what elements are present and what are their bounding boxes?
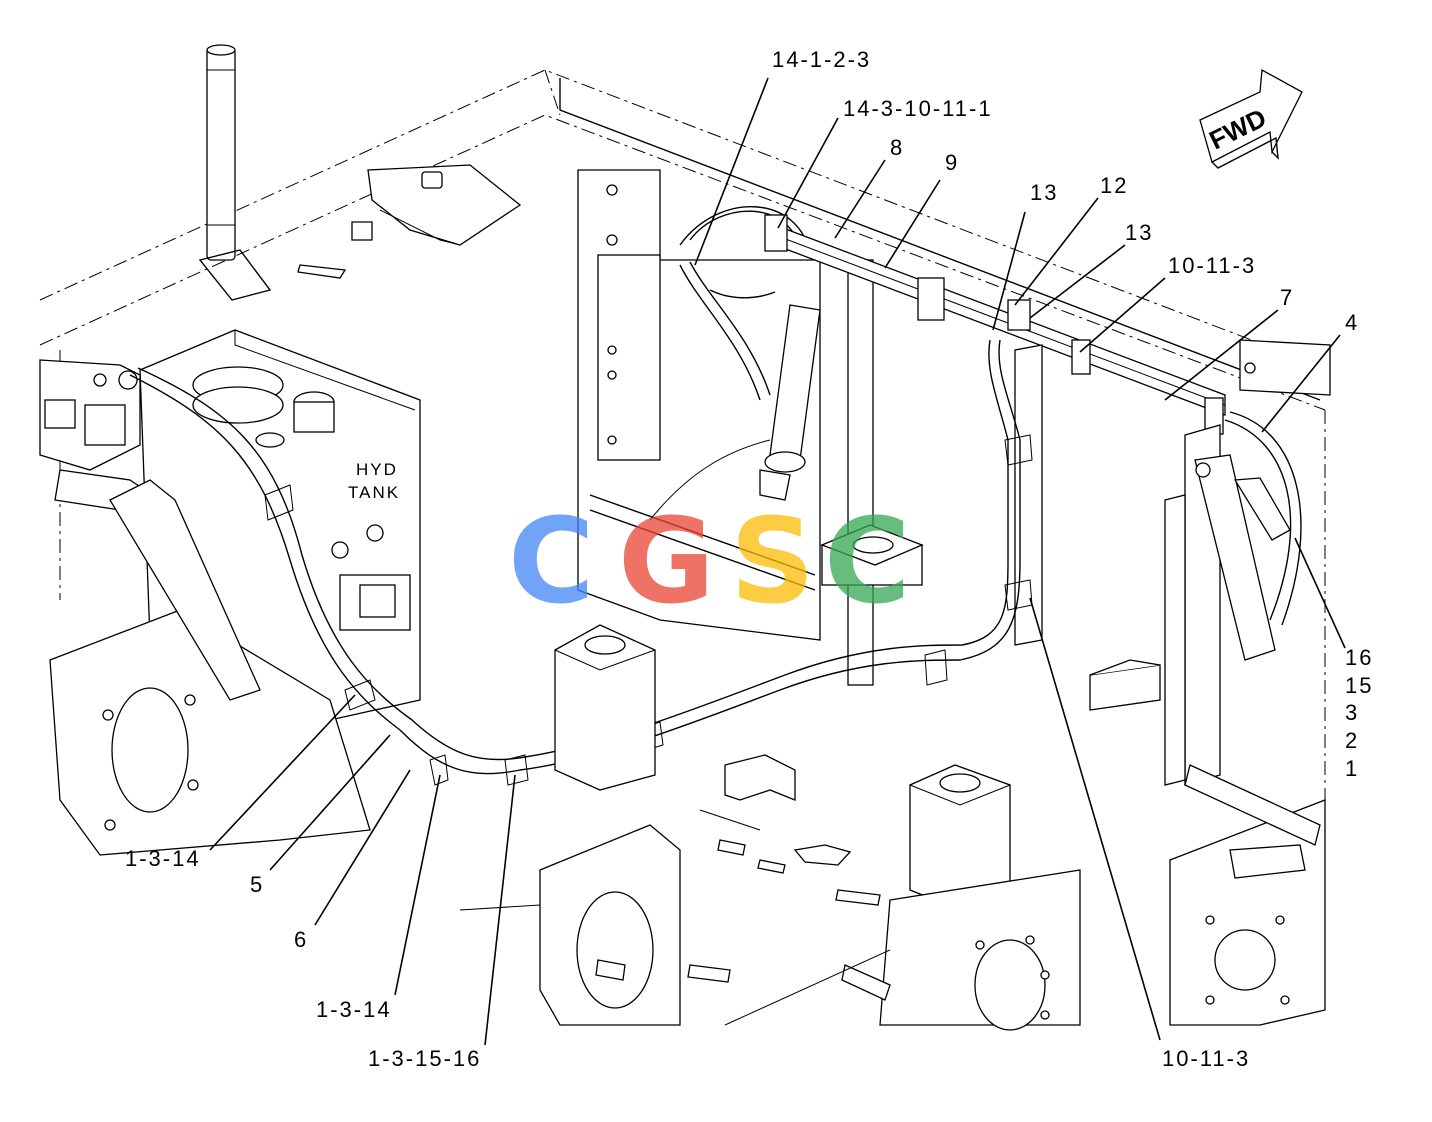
callout-7: 7 (1280, 285, 1294, 310)
callout-1-3-14-bottom: 1-3-14 (316, 997, 392, 1022)
fwd-arrow: FWD (1199, 68, 1303, 169)
callout-1: 1 (1345, 756, 1359, 781)
center-upright (577, 169, 924, 686)
callout-16: 16 (1345, 645, 1373, 670)
callout-5: 5 (250, 872, 264, 897)
top-cross-beam (764, 214, 1226, 435)
callout-6: 6 (294, 927, 308, 952)
callout-9: 9 (945, 150, 959, 175)
center-cylinder (649, 205, 821, 521)
callout-12: 12 (1100, 173, 1128, 198)
callout-2: 2 (1345, 728, 1359, 753)
watermark-logo: C G S C (508, 492, 911, 630)
floor-parts (459, 624, 1326, 1031)
callout-13-upper: 13 (1030, 180, 1058, 205)
leader-lines (209, 77, 1346, 1046)
tank-label-hyd: HYD (356, 460, 398, 479)
left-frame-plate (49, 479, 371, 856)
watermark-letter-1: C (508, 492, 595, 630)
callout-3: 3 (1345, 700, 1359, 725)
callout-10-11-3-bottom: 10-11-3 (1162, 1046, 1250, 1071)
standpipe (198, 44, 272, 301)
right-cylinder (1194, 411, 1302, 661)
callout-labels: 14-1-2-3 14-3-10-11-1 8 9 13 12 13 10-11… (125, 47, 1373, 1071)
callout-15: 15 (1345, 673, 1373, 698)
callout-13-lower: 13 (1125, 220, 1153, 245)
valve-block (39, 359, 147, 511)
callout-8: 8 (890, 135, 904, 160)
bracket-plate (297, 164, 522, 279)
tank-label-tank: TANK (348, 483, 400, 502)
callout-1-3-14-left: 1-3-14 (125, 846, 201, 871)
callout-4: 4 (1345, 310, 1359, 335)
callout-14-1-2-3: 14-1-2-3 (772, 47, 871, 72)
callout-1-3-15-16: 1-3-15-16 (368, 1046, 481, 1071)
callout-14-3-10-11-1: 14-3-10-11-1 (843, 96, 993, 121)
callout-10-11-3-top: 10-11-3 (1168, 253, 1256, 278)
watermark-letter-3: S (730, 492, 815, 630)
watermark-letter-4: C (824, 492, 911, 630)
watermark-letter-2: G (618, 492, 715, 630)
